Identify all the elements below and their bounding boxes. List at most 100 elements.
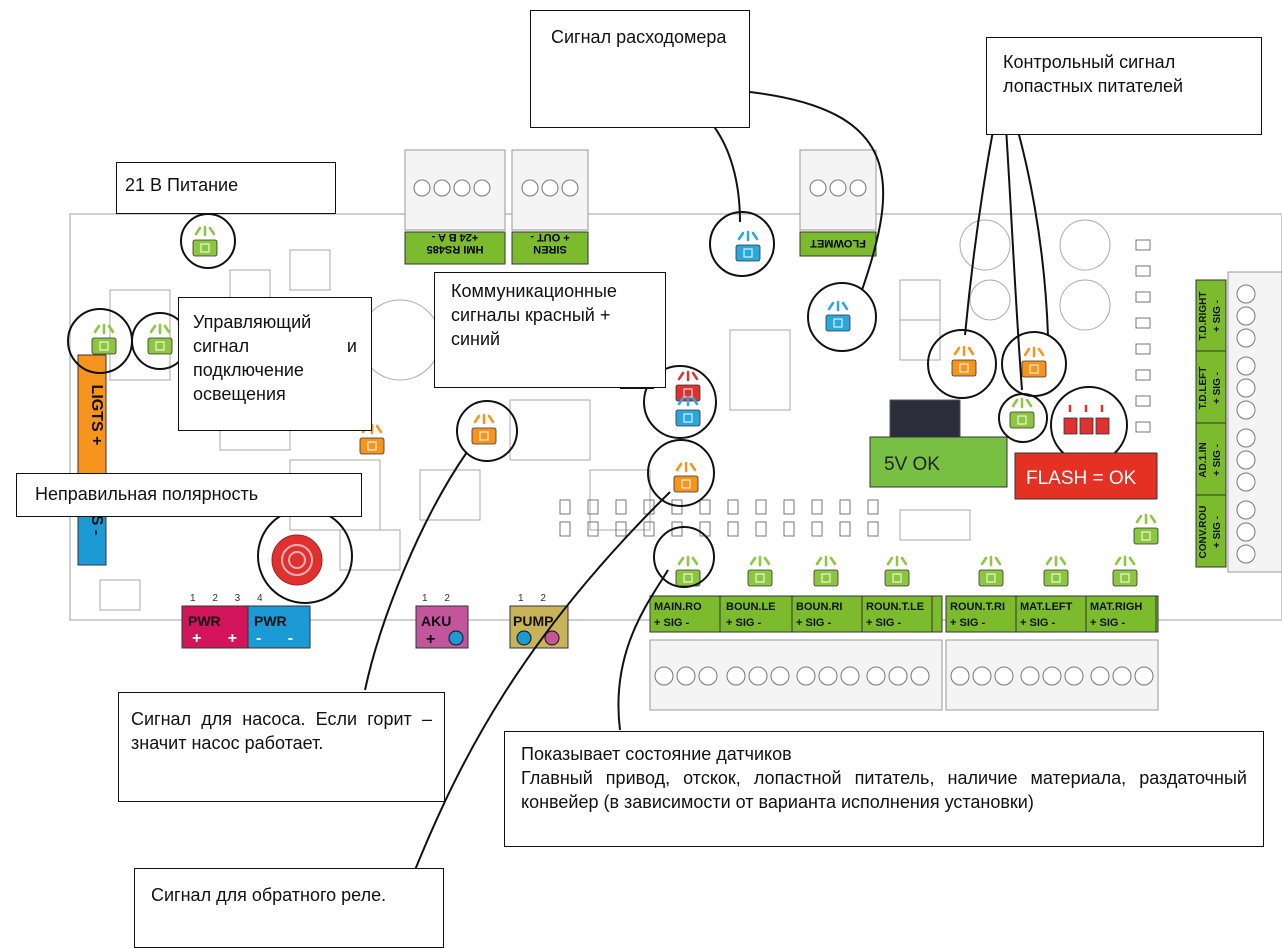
pwr-connector-minus: PWR - - bbox=[247, 605, 311, 649]
bottom-connector-strip: MAIN.RO+ SIG -BOUN.LE+ SIG -BOUN.RI+ SIG… bbox=[649, 595, 1159, 711]
screw-terminal bbox=[796, 666, 816, 686]
screw-terminal bbox=[972, 666, 992, 686]
flash-text: FLASH = OK bbox=[1026, 468, 1137, 489]
leader-flowmeter-b bbox=[749, 91, 885, 291]
svg-text:+: + bbox=[426, 631, 435, 648]
screw-terminal bbox=[888, 666, 908, 686]
siren-label-plate bbox=[511, 231, 589, 265]
callout-pump: Сигнал для насоса. Если горит – значит н… bbox=[118, 692, 445, 802]
screw-terminal bbox=[1236, 544, 1256, 564]
right-connector-label: T.D.RIGHT bbox=[1198, 292, 1209, 341]
highlight-circle bbox=[998, 393, 1048, 443]
bottom-connector-label: MAT.RIGH bbox=[1090, 601, 1142, 613]
smd-component bbox=[867, 499, 879, 515]
screw-terminal bbox=[676, 666, 696, 686]
highlight-circle bbox=[709, 211, 775, 277]
smd-component bbox=[727, 499, 739, 515]
smd-component bbox=[755, 499, 767, 515]
screw-terminal bbox=[1236, 450, 1256, 470]
pwr-pin-numbers: 1 2 3 4 bbox=[190, 593, 263, 604]
right-connector-label: CONV.ROU bbox=[1198, 506, 1209, 559]
hmi-label-plate bbox=[404, 231, 506, 265]
board-component bbox=[959, 219, 1011, 271]
s-minus-label: S - bbox=[88, 515, 105, 535]
led-green bbox=[1133, 513, 1159, 545]
led-blue bbox=[735, 230, 761, 262]
bottom-connector-label: ROUN.T.RI bbox=[950, 601, 1005, 613]
screw-terminal bbox=[866, 666, 886, 686]
smd-component bbox=[1135, 239, 1151, 251]
leader-sensors bbox=[617, 569, 669, 731]
led-orange bbox=[673, 461, 699, 493]
pwr2-signs: - - bbox=[256, 630, 293, 647]
callout-lighting: Управляющий сигнал и подключение освещен… bbox=[178, 297, 372, 431]
screw-terminal bbox=[1020, 666, 1040, 686]
led-green bbox=[192, 225, 218, 257]
led-orange bbox=[951, 345, 977, 377]
callout-flowmeter: Сигнал расходомера bbox=[530, 10, 750, 128]
screw-terminal bbox=[1236, 428, 1256, 448]
pwr-connector-plus: 1 2 3 4 PWR + + bbox=[181, 593, 263, 649]
screw-terminal bbox=[818, 666, 838, 686]
led-green bbox=[978, 555, 1004, 587]
top-connector-siren: SIREN + OUT - bbox=[511, 149, 589, 265]
smd-component bbox=[1135, 343, 1151, 355]
screw-terminal bbox=[1236, 328, 1256, 348]
screw-terminal bbox=[698, 666, 718, 686]
callout-sensors: Показывает состояние датчиков Главный пр… bbox=[504, 731, 1264, 847]
board-component bbox=[1059, 219, 1111, 271]
led-group bbox=[91, 225, 1159, 587]
bottom-connector-label: MAIN.RO bbox=[654, 601, 702, 613]
smd-component bbox=[839, 499, 851, 515]
smd-component bbox=[671, 499, 683, 515]
smd-component bbox=[783, 499, 795, 515]
smd-component bbox=[839, 521, 851, 537]
board-component bbox=[969, 279, 1011, 321]
bottom-connector-pins: + SIG - bbox=[726, 617, 761, 629]
led-red bbox=[675, 370, 701, 402]
smd-component bbox=[783, 521, 795, 537]
callout-paddle-feeders: Контрольный сигнал лопастных питателей bbox=[986, 37, 1262, 135]
flash-box bbox=[1014, 452, 1158, 500]
pwr1-label: PWR bbox=[188, 613, 221, 629]
highlight-circle bbox=[653, 526, 715, 588]
siren-pins: + OUT - bbox=[530, 231, 570, 243]
screw-terminal bbox=[1236, 306, 1256, 326]
ligts-label: LIGTS + bbox=[88, 385, 105, 446]
smd-component bbox=[1135, 291, 1151, 303]
smd-component bbox=[643, 521, 655, 537]
leader-pump bbox=[364, 451, 468, 691]
bottom-connector-pins: + SIG - bbox=[950, 617, 985, 629]
board-component bbox=[509, 399, 591, 461]
screw-terminal bbox=[1236, 378, 1256, 398]
five-v-text: 5V OK bbox=[884, 454, 940, 475]
smd-component bbox=[755, 521, 767, 537]
board-component bbox=[339, 529, 401, 571]
screw-terminal bbox=[1236, 284, 1256, 304]
screw-terminal bbox=[840, 666, 860, 686]
smd-component bbox=[615, 521, 627, 537]
screw-terminal bbox=[770, 666, 790, 686]
screw-terminal bbox=[726, 666, 746, 686]
right-connector-pins: + SIG - bbox=[1212, 516, 1223, 548]
siren-label: SIREN bbox=[533, 243, 567, 255]
board-component bbox=[289, 249, 331, 291]
board-component bbox=[99, 579, 141, 611]
smd-component bbox=[615, 499, 627, 515]
board-component bbox=[899, 319, 941, 361]
highlight-circles bbox=[67, 211, 1128, 604]
pump-pin-numbers: 1 2 bbox=[518, 593, 546, 604]
smd-component bbox=[811, 499, 823, 515]
bottom-connector-pins: + SIG - bbox=[654, 617, 689, 629]
top-connector-flowmet: FLOWMET bbox=[799, 149, 877, 257]
bottom-connector-label: MAT.LEFT bbox=[1020, 601, 1073, 613]
pwr2-label: PWR bbox=[254, 613, 287, 629]
smd-component bbox=[559, 499, 571, 515]
flowmet-label-plate bbox=[799, 231, 877, 257]
smd-component bbox=[867, 521, 879, 537]
screw-terminal bbox=[1236, 356, 1256, 376]
right-connector-label: T.D.LEFT bbox=[1198, 367, 1209, 410]
smd-component bbox=[1135, 421, 1151, 433]
led-green bbox=[147, 323, 173, 355]
